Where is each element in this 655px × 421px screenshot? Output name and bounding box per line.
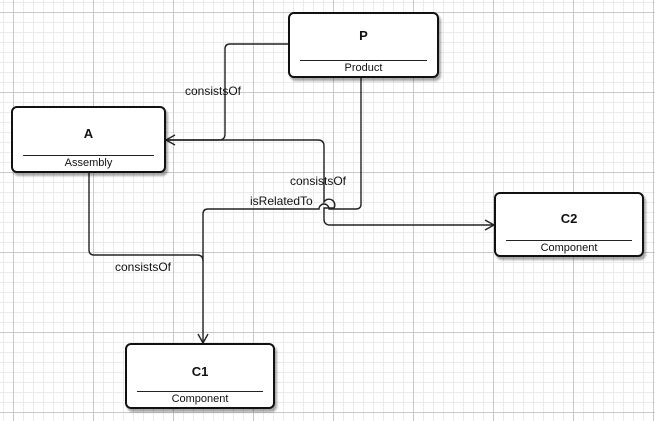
node-p-name: P: [359, 28, 368, 43]
node-p-type: Product: [344, 62, 383, 74]
node-c1[interactable]: C1 Component: [125, 343, 275, 409]
node-a-name: A: [83, 126, 94, 141]
node-p-separator: [300, 60, 427, 61]
node-c1-type: Component: [171, 393, 229, 405]
node-c1-separator: [137, 391, 263, 392]
edge-label-p-c2: consistsOf: [290, 174, 347, 188]
edge-p-to-c1[interactable]: [197, 78, 362, 345]
node-c2-separator: [506, 240, 632, 241]
node-c2[interactable]: C2 Component: [494, 192, 644, 257]
edge-p-to-c2[interactable]: [166, 139, 496, 231]
node-p[interactable]: P Product: [288, 12, 439, 78]
node-c2-name: C2: [560, 211, 578, 226]
node-a-type: Assembly: [64, 157, 113, 169]
edge-label-a-c1: consistsOf: [115, 260, 172, 274]
node-a[interactable]: A Assembly: [11, 106, 166, 173]
node-a-separator: [23, 155, 154, 156]
edge-label-p-c1: isRelatedTo: [250, 194, 313, 208]
node-c2-type: Component: [540, 242, 598, 254]
edge-a-to-c1[interactable]: [88, 173, 204, 262]
edge-label-p-a: consistsOf: [185, 84, 242, 98]
node-c1-name: C1: [191, 364, 209, 379]
